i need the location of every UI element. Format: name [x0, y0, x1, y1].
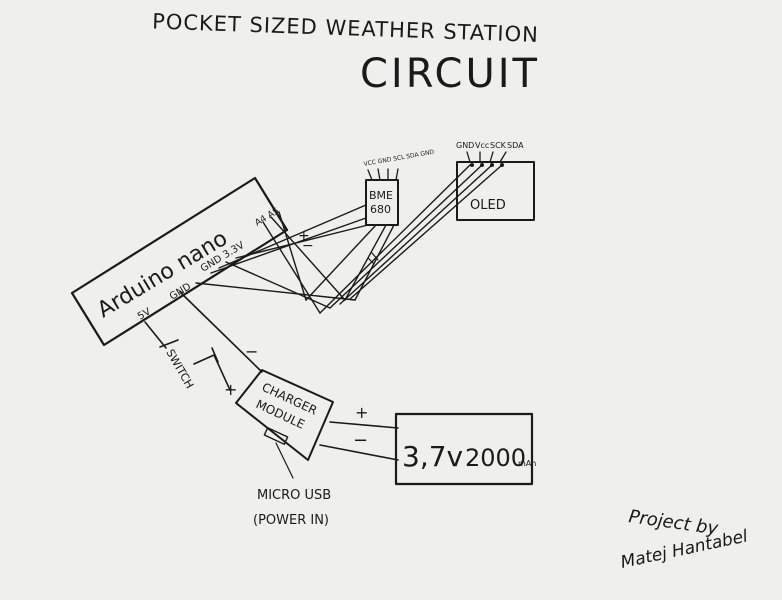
oled-label: OLED — [470, 198, 506, 213]
power-switch: SWITCH — [144, 321, 231, 391]
oled-display: OLED GND Vcc SCK SDA — [456, 141, 535, 221]
battery-unit: mAh — [518, 459, 536, 468]
label-minus-top: − — [302, 238, 314, 254]
oled-pin-vcc: Vcc — [475, 141, 489, 150]
usb-label-1: MICRO USB — [257, 488, 331, 503]
bme-pin-labels: VCC GND SCL SDA GND — [363, 149, 435, 168]
label-plus-top: + — [298, 228, 310, 244]
oled-pin-sck: SCK — [490, 141, 507, 150]
usb-label-2: (POWER IN) — [253, 513, 329, 528]
arduino-nano-board: Arduino nano 5V GND GND 3.3V A4 A5 — [70, 176, 289, 347]
battery-plus-label: + — [355, 403, 368, 422]
gnd-wire — [179, 291, 263, 373]
charger-minus-label: − — [245, 342, 258, 361]
arduino-pin-a4-a5: A4 A5 — [253, 206, 281, 228]
bme-number: 680 — [370, 203, 391, 216]
switch-label: SWITCH — [163, 347, 196, 391]
battery: 3,7v 2000 mAh — [394, 412, 536, 486]
battery-capacity: 2000 — [465, 444, 526, 472]
title-line1: POCKET SIZED WEATHER STATION — [152, 9, 539, 46]
oled-pin-gnd: GND — [456, 141, 474, 150]
charger-module: CHARGER MODULE — [235, 369, 334, 479]
bme-label: BME — [369, 189, 393, 202]
battery-wires — [319, 421, 399, 461]
usb-leader-line — [275, 442, 294, 479]
battery-voltage: 3,7v — [402, 440, 463, 473]
wire-cross-mark — [367, 252, 379, 265]
usb-port — [263, 427, 289, 445]
oled-pin-sda: SDA — [507, 141, 524, 150]
charger-plus-label: + — [224, 380, 237, 399]
arduino-pin-5v: 5V — [136, 306, 153, 322]
wire-bundle — [195, 164, 503, 314]
title-line2: CIRCUIT — [360, 51, 540, 97]
bme680-sensor: BME 680 VCC GND SCL SDA GND — [363, 149, 435, 226]
battery-minus-label: − — [353, 430, 368, 451]
